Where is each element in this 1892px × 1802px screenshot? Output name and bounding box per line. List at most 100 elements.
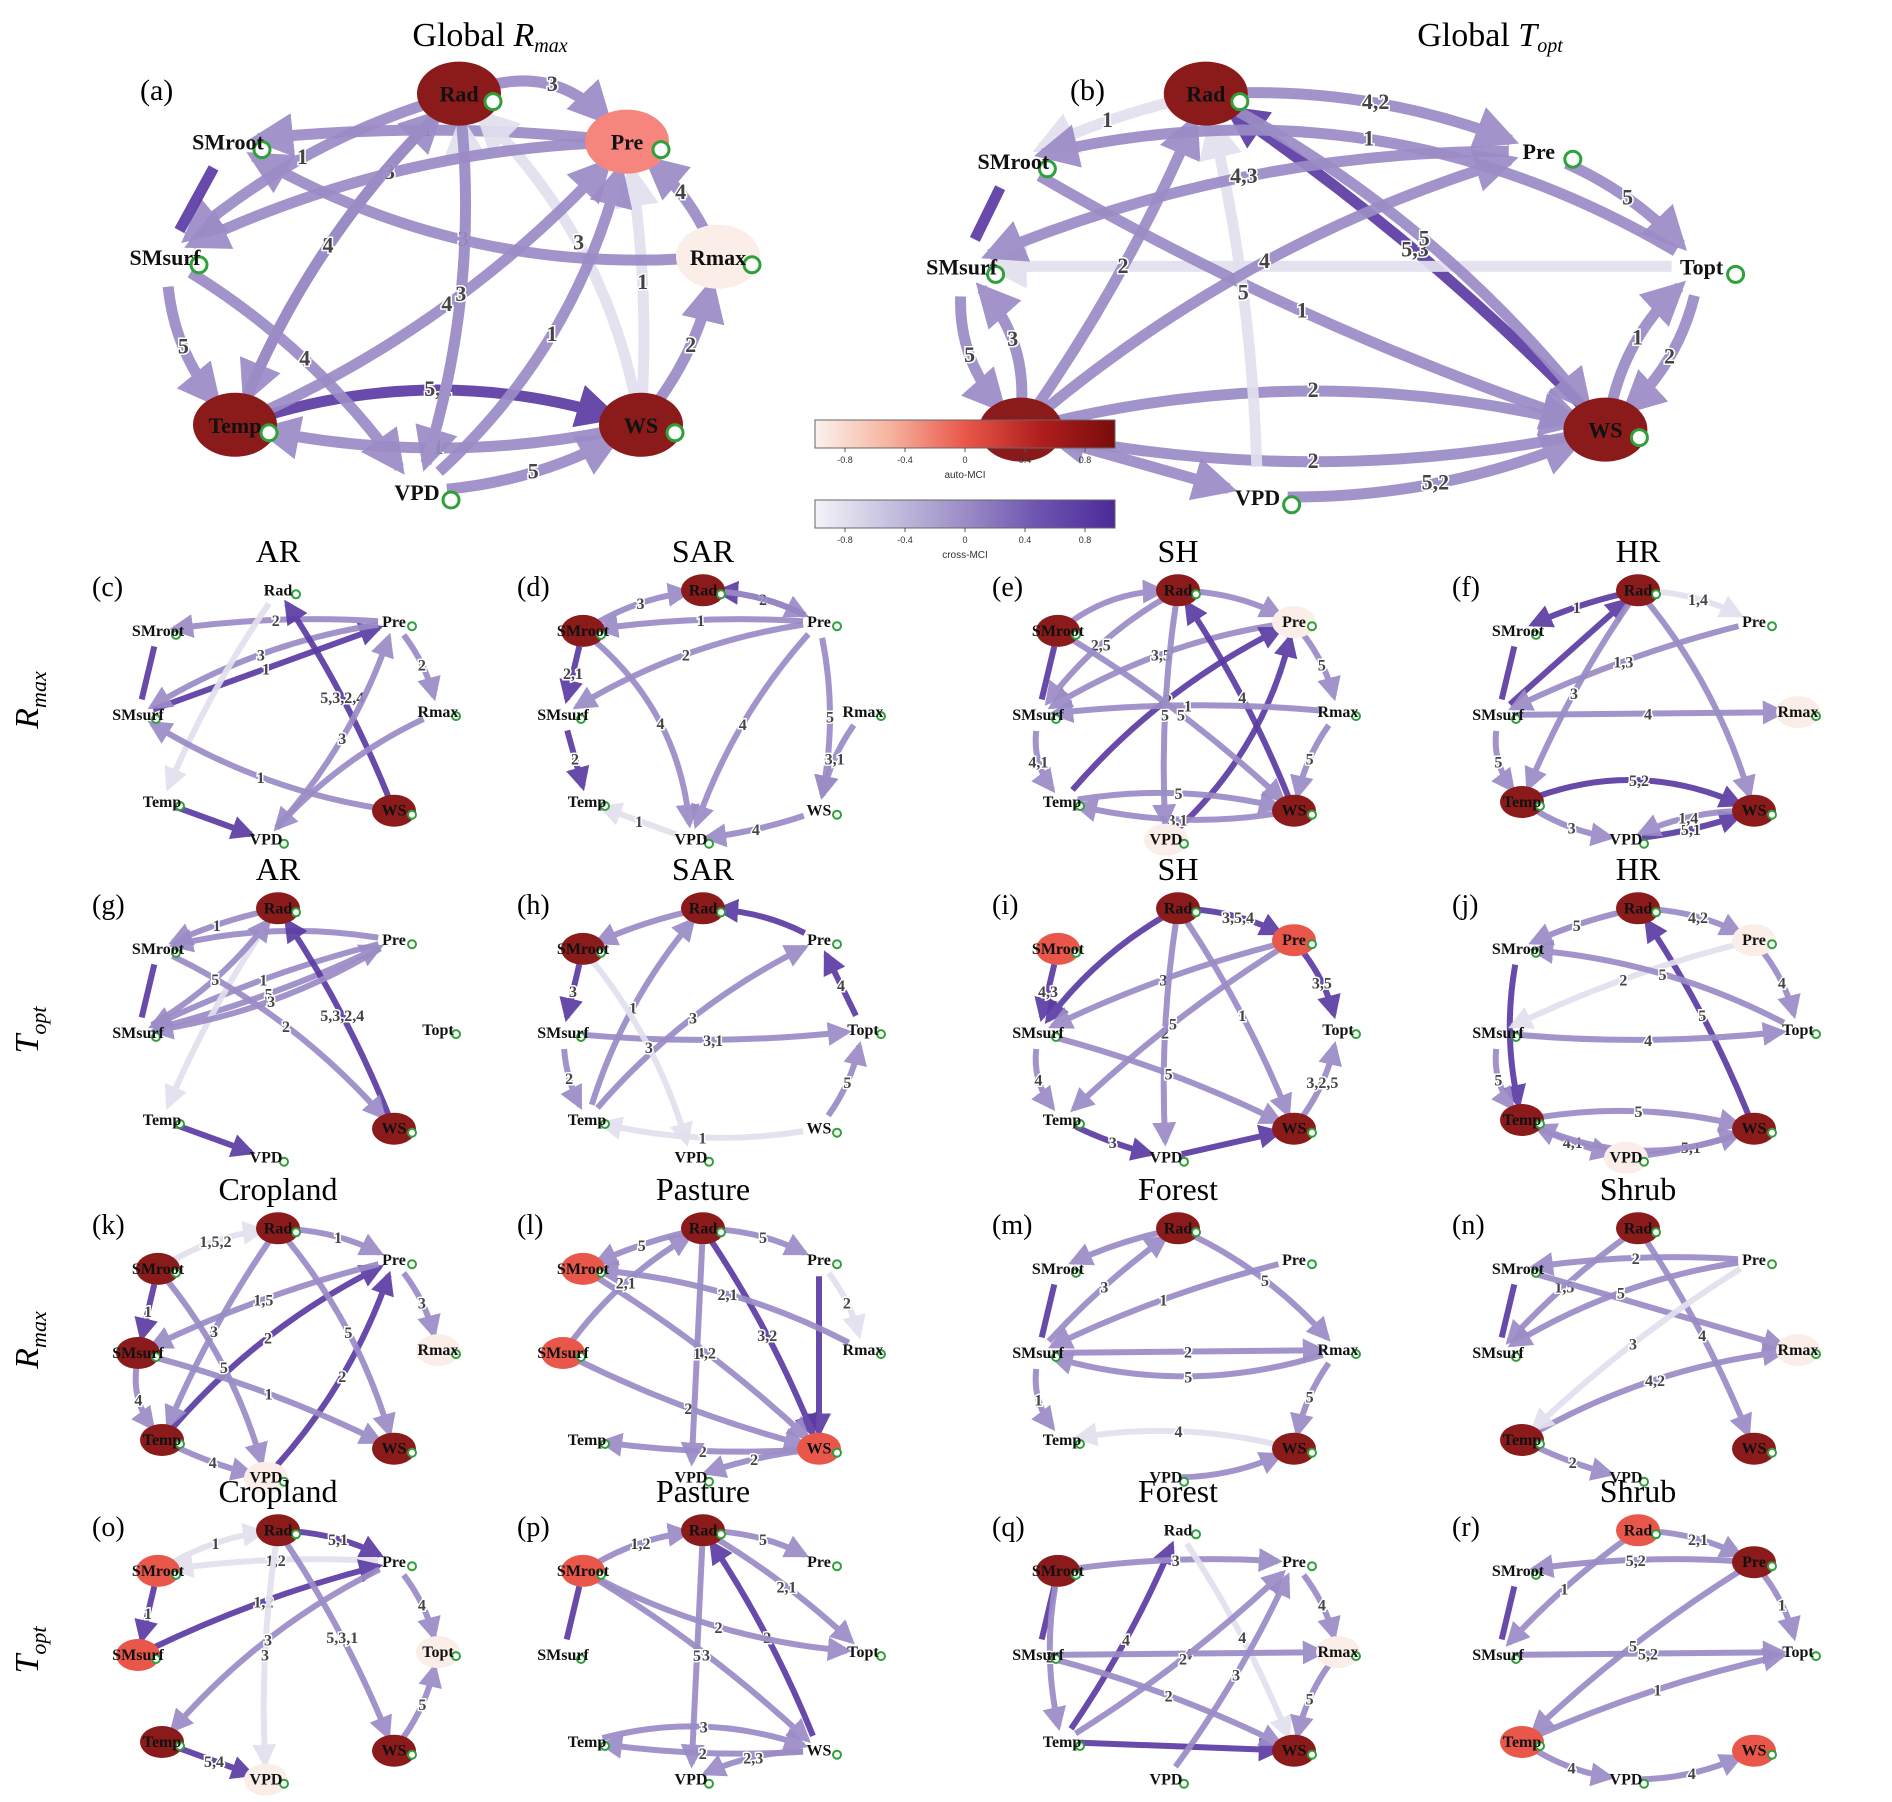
edge-Rad-SMroot (593, 908, 689, 946)
edge-Pre-Rmax (401, 1271, 441, 1340)
node-ws-ellipse (1732, 1734, 1776, 1767)
edge-lag-label: 5 (759, 1230, 767, 1247)
edge-lag-label: 5,4 (204, 1754, 224, 1771)
node-smsurf-ring (986, 264, 1006, 284)
node-vpd-ring (279, 1156, 289, 1167)
node-ws-ring (1307, 1749, 1317, 1760)
node-temp-label: Temp (143, 1112, 182, 1129)
node-ws-ring (1767, 1749, 1777, 1760)
edge-Pre-Rmax (1301, 633, 1341, 702)
node-rad-label: Rad (1164, 1522, 1193, 1539)
node-topt-ring (451, 1651, 461, 1662)
edge-SMsurf-WS (152, 1354, 384, 1445)
edge-Rad-Pre (1653, 906, 1744, 936)
edge-SMsurf-Pre (152, 944, 384, 1032)
node-pre-ring (1767, 1561, 1777, 1572)
edge-Rad-Pre (718, 1528, 809, 1558)
node-smsurf-label: SMsurf (112, 1345, 164, 1362)
node-smsurf-ellipse (116, 1337, 160, 1369)
node-pre-ring (651, 140, 671, 160)
edge-Rad-VPD (680, 1244, 706, 1467)
panel-tag: (h) (517, 890, 550, 921)
panel-title: SAR (672, 533, 735, 569)
edge-Pre-SMroot (168, 927, 379, 953)
node-temp-ellipse (140, 1424, 184, 1456)
node-topt-label: Topt (847, 1022, 879, 1039)
edge-Rad-SMsurf (1044, 913, 1166, 1025)
edge-WS-Rmax (654, 277, 725, 404)
edge-lag-label: 2 (699, 1444, 707, 1461)
node-smroot-label: SMroot (192, 130, 264, 155)
node-topt-label: Topt (1782, 1644, 1814, 1661)
edge-Rad-Pre (293, 1528, 384, 1558)
edge-Temp-Topt (1535, 1647, 1788, 1739)
edge-Temp-Pre (260, 157, 613, 418)
panel-title: AR (256, 533, 301, 569)
edge-Pre-Rad (714, 898, 807, 936)
node-smsurf-label: SMsurf (1012, 1647, 1064, 1664)
node-topt-label: Topt (1782, 1022, 1814, 1039)
edge-lag-label: 5 (344, 1325, 352, 1342)
edge-lag-label: 3 (1109, 1135, 1117, 1152)
edge-WS-Topt (1300, 1041, 1342, 1118)
edge-lag-label: 4 (752, 822, 760, 839)
edge-lag-label: 4 (1778, 975, 1786, 992)
edge-lag-label: 4 (1238, 1630, 1246, 1647)
node-vpd-ring (704, 1476, 714, 1487)
edge-WS-VPD (702, 812, 805, 848)
cross-mci-colorbar-tick: -0.4 (897, 535, 913, 545)
edge-Pre-SMsurf (1048, 941, 1280, 1029)
edge-SMsurf-Rad (150, 917, 272, 1028)
edge-lag-label: 2 (1161, 1026, 1169, 1043)
node-rad-ellipse (681, 1514, 725, 1547)
edge-SMroot-Rad (170, 1220, 267, 1264)
node-rmax-ring (1811, 1349, 1821, 1360)
node-ws-label: WS (624, 413, 658, 438)
edge-Rad-Pre (1193, 906, 1284, 936)
node-smsurf-label: SMsurf (1472, 1345, 1524, 1362)
node-smsurf-label: SMsurf (130, 245, 202, 270)
edge-Temp-VPD (176, 1122, 256, 1157)
panel-title: HR (1616, 851, 1661, 887)
node-ws-ring (1629, 428, 1649, 448)
node-topt-ring (451, 1029, 461, 1040)
edge-lag-label: 4 (1238, 690, 1246, 707)
node-rmax-ring (876, 711, 886, 722)
edge-WS-VPD (701, 1447, 804, 1478)
node-vpd-label: VPD (675, 1470, 708, 1487)
node-vpd-ellipse (244, 1461, 288, 1494)
edge-Temp-Rmax (1534, 1342, 1787, 1435)
node-rmax-label: Rmax (418, 704, 459, 721)
edge-Pre-SMroot (169, 614, 379, 639)
edge-lag-label: 5 (1306, 1692, 1314, 1709)
edge-Rad-SMroot (1068, 1228, 1164, 1266)
edge-SMsurf-Temp (162, 286, 222, 409)
edge-SMroot-SMsurf (559, 645, 583, 705)
edge-Rad-WS (1184, 919, 1292, 1119)
edge-Pre-Topt (1563, 158, 1688, 251)
node-rad-ring (716, 1529, 726, 1540)
node-smsurf-ring (1511, 714, 1521, 724)
node-smroot-label: SMroot (1492, 623, 1545, 640)
edge-Rmax-Pre (643, 155, 710, 233)
edge-lag-label: 4 (1568, 1761, 1576, 1778)
edge-lag-label: 4 (1174, 1424, 1182, 1441)
node-temp-ring (1535, 1741, 1545, 1751)
edge-Pre-SMroot (1529, 1252, 1739, 1276)
edge-SMsurf-Pre (152, 622, 384, 713)
node-vpd-label: VPD (1610, 1772, 1643, 1789)
node-smroot-ring (1531, 947, 1541, 958)
node-smroot-label: SMroot (557, 1563, 610, 1580)
panel-tag: (m) (992, 1210, 1032, 1241)
edge-lag-label: 2 (843, 1295, 851, 1312)
edge-Temp-Pre (1073, 1569, 1286, 1737)
node-ws-ring (407, 809, 417, 820)
node-smroot-ring (596, 1569, 606, 1580)
